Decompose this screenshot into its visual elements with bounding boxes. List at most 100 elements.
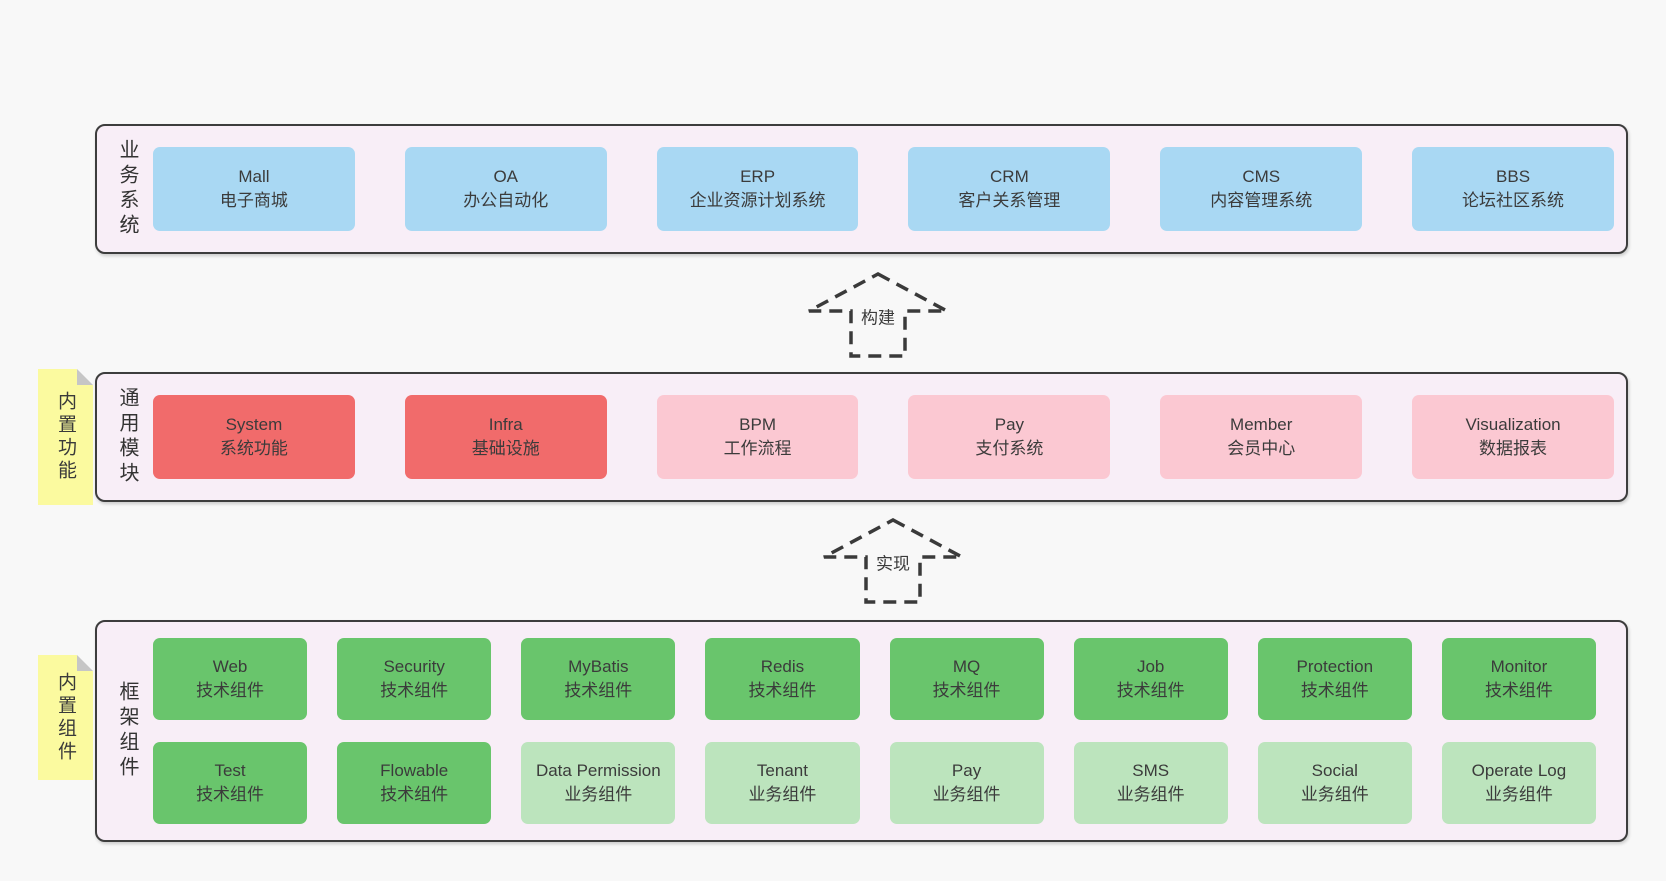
box-title: Tenant — [756, 760, 808, 780]
box-subtitle: 技术组件 — [380, 681, 449, 700]
box-title: SMS — [1132, 760, 1170, 780]
box-subtitle: 技术组件 — [932, 681, 1001, 700]
components-row-1: Web 技术组件 Security 技术组件 MyBatis 技术组件 Redi… — [153, 638, 1596, 720]
box-subtitle: 会员中心 — [1227, 439, 1296, 458]
box-title: Member — [1230, 414, 1293, 434]
box-job: Job 技术组件 — [1073, 638, 1228, 720]
box-mybatis: MyBatis 技术组件 — [521, 638, 676, 720]
box-infra: Infra 基础设施 — [404, 395, 607, 479]
box-subtitle: 业务组件 — [1116, 785, 1185, 804]
box-operate-log: Operate Log 业务组件 — [1441, 742, 1596, 824]
box-subtitle: 技术组件 — [196, 785, 265, 804]
box-title: MyBatis — [568, 656, 629, 676]
box-pay-biz: Pay 业务组件 — [889, 742, 1044, 824]
tag-text: 内置功能 — [55, 391, 76, 483]
box-subtitle: 支付系统 — [975, 439, 1044, 458]
box-title: Social — [1311, 760, 1358, 780]
box-title: Visualization — [1465, 414, 1561, 434]
box-subtitle: 业务组件 — [748, 785, 817, 804]
box-subtitle: 客户关系管理 — [958, 191, 1061, 210]
box-web: Web 技术组件 — [153, 638, 308, 720]
box-redis: Redis 技术组件 — [705, 638, 860, 720]
box-title: Pay — [994, 414, 1025, 434]
arrow-implement-label: 实现 — [873, 548, 913, 576]
arrow-build-label: 构建 — [858, 302, 898, 330]
box-data-permission: Data Permission 业务组件 — [521, 742, 676, 824]
box-subtitle: 技术组件 — [196, 681, 265, 700]
business-box-row: Mall 电子商城 OA 办公自动化 ERP 企业资源计划系统 CRM 客户关系… — [153, 126, 1614, 252]
box-title: MQ — [952, 656, 981, 676]
box-title: Monitor — [1490, 656, 1548, 676]
box-title: Infra — [488, 414, 523, 434]
box-subtitle: 论坛社区系统 — [1462, 191, 1565, 210]
box-subtitle: 技术组件 — [748, 681, 817, 700]
layer-framework-components: 框架组件 Web 技术组件 Security 技术组件 MyBatis 技术组件… — [95, 620, 1628, 842]
box-title: Test — [214, 760, 246, 780]
box-subtitle: 业务组件 — [1484, 785, 1553, 804]
box-title: Mall — [238, 166, 270, 186]
box-subtitle: 内容管理系统 — [1210, 191, 1313, 210]
box-title: BBS — [1496, 166, 1531, 186]
box-visualization: Visualization 数据报表 — [1412, 395, 1614, 479]
box-oa: OA 办公自动化 — [404, 147, 607, 231]
box-protection: Protection 技术组件 — [1257, 638, 1412, 720]
box-subtitle: 工作流程 — [723, 439, 792, 458]
layer-business-systems: 业务系统 Mall 电子商城 OA 办公自动化 ERP 企业资源计划系统 CRM… — [95, 124, 1628, 254]
box-erp: ERP 企业资源计划系统 — [656, 147, 859, 231]
layer-label-components: 框架组件 — [116, 681, 138, 781]
box-subtitle: 业务组件 — [1300, 785, 1369, 804]
arrow-up-icon — [823, 518, 963, 604]
box-crm: CRM 客户关系管理 — [908, 147, 1111, 231]
box-cms: CMS 内容管理系统 — [1160, 147, 1363, 231]
box-title: Web — [212, 656, 248, 676]
box-mall: Mall 电子商城 — [153, 147, 355, 231]
box-bpm: BPM 工作流程 — [656, 395, 859, 479]
box-title: Redis — [760, 656, 805, 676]
box-subtitle: 技术组件 — [1484, 681, 1553, 700]
components-row-2: Test 技术组件 Flowable 技术组件 Data Permission … — [153, 742, 1596, 824]
box-tenant: Tenant 业务组件 — [705, 742, 860, 824]
box-flowable: Flowable 技术组件 — [337, 742, 492, 824]
tag-built-in-features: 内置功能 — [38, 369, 93, 505]
box-pay: Pay 支付系统 — [908, 395, 1111, 479]
box-subtitle: 业务组件 — [564, 785, 633, 804]
box-social: Social 业务组件 — [1257, 742, 1412, 824]
arrow-implement: 实现 — [820, 516, 966, 606]
box-subtitle: 技术组件 — [380, 785, 449, 804]
box-subtitle: 业务组件 — [932, 785, 1001, 804]
box-subtitle: 技术组件 — [564, 681, 633, 700]
box-subtitle: 企业资源计划系统 — [689, 191, 826, 210]
box-subtitle: 基础设施 — [471, 439, 540, 458]
box-title: Flowable — [380, 760, 449, 780]
box-subtitle: 系统功能 — [219, 439, 288, 458]
tag-built-in-components: 内置组件 — [38, 655, 93, 780]
layer-common-modules: 通用模块 System 系统功能 Infra 基础设施 BPM 工作流程 Pay… — [95, 372, 1628, 502]
box-title: BPM — [739, 414, 776, 434]
components-rows: Web 技术组件 Security 技术组件 MyBatis 技术组件 Redi… — [153, 638, 1596, 824]
box-subtitle: 数据报表 — [1479, 439, 1548, 458]
box-subtitle: 技术组件 — [1116, 681, 1185, 700]
box-title: Pay — [951, 760, 982, 780]
box-title: Protection — [1296, 656, 1374, 676]
box-system: System 系统功能 — [153, 395, 355, 479]
box-title: Security — [383, 656, 445, 676]
box-title: CMS — [1242, 166, 1281, 186]
box-title: OA — [493, 166, 519, 186]
box-subtitle: 技术组件 — [1300, 681, 1369, 700]
box-title: CRM — [990, 166, 1029, 186]
box-monitor: Monitor 技术组件 — [1441, 638, 1596, 720]
box-subtitle: 办公自动化 — [463, 191, 549, 210]
tag-text: 内置组件 — [55, 671, 76, 764]
layer-label-modules: 通用模块 — [116, 387, 138, 487]
modules-box-row: System 系统功能 Infra 基础设施 BPM 工作流程 Pay 支付系统… — [153, 374, 1614, 500]
layer-label-business: 业务系统 — [116, 139, 138, 239]
box-member: Member 会员中心 — [1160, 395, 1363, 479]
box-title: ERP — [740, 166, 776, 186]
box-title: System — [225, 414, 283, 434]
box-sms: SMS 业务组件 — [1073, 742, 1228, 824]
box-security: Security 技术组件 — [337, 638, 492, 720]
box-title: Data Permission — [535, 760, 661, 780]
arrow-build: 构建 — [805, 270, 951, 360]
box-test: Test 技术组件 — [153, 742, 308, 824]
